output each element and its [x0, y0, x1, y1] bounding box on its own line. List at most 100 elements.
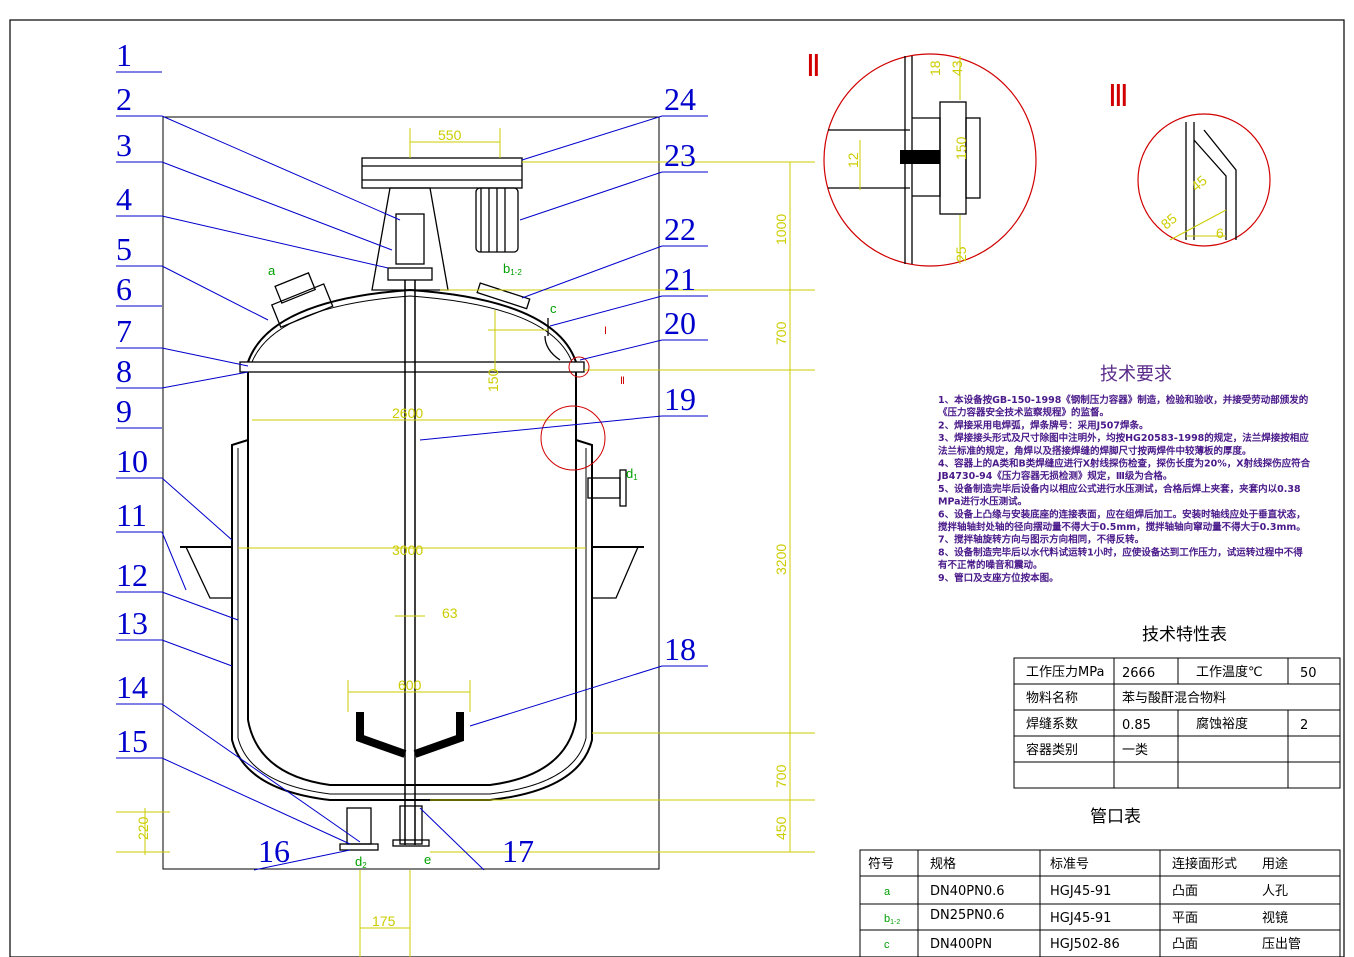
- part-number-11: 11: [116, 497, 147, 533]
- dim-bottom: 175: [372, 913, 396, 929]
- dim-agitator: 600: [398, 677, 422, 693]
- dimension-lines: [116, 128, 815, 957]
- jacket: [231, 439, 593, 801]
- nozzle-row-0-symbol: a: [884, 886, 891, 898]
- dim-shaft: 63: [442, 605, 458, 621]
- detail-2-dim-c: 150: [953, 136, 969, 160]
- nozzle-row-2-face: 凸面: [1172, 937, 1198, 952]
- characteristics-table: 技术特性表 工作压力MPa 2666 工作温度℃ 50 物料名称 苯与酸酐混合物…: [1013, 625, 1341, 789]
- detail-marker-2-label: Ⅱ: [620, 376, 625, 387]
- part-number-10: 10: [116, 443, 148, 479]
- part-number-24: 24: [664, 81, 696, 117]
- tech-requirements: 技术要求 1、本设备按GB-150-1998《钢制压力容器》制造，检验和验收，并…: [937, 364, 1311, 584]
- nozzle-label-d2: d2: [355, 854, 367, 870]
- detail-2-dim-a: 18: [927, 60, 943, 76]
- bottom-head: [247, 719, 577, 786]
- nozzle-header-use: 用途: [1262, 856, 1288, 872]
- dim-height-5: 450: [773, 816, 789, 840]
- part-number-9: 9: [116, 393, 132, 429]
- tech-requirement-line: 7、搅拌轴旋转方向与图示方向相同，不得反转。: [938, 534, 1144, 546]
- reducer-stand: [371, 187, 449, 291]
- char-cell-0-1: 2666: [1122, 666, 1155, 681]
- tech-requirement-line: 有不正常的噪音和震动。: [938, 559, 1043, 571]
- dim-leg: 220: [135, 816, 151, 840]
- detail-marker-2: [540, 405, 606, 471]
- nozzle-row-0-use: 人孔: [1262, 884, 1288, 899]
- tech-requirement-line: 法兰标准的规定，角焊以及搭接焊缝的焊脚尺寸按两焊件中较薄板的厚度。: [938, 445, 1252, 457]
- leader-lines: [116, 71, 708, 871]
- nozzle-row-0-face: 凸面: [1172, 884, 1198, 899]
- part-number-12: 12: [116, 557, 148, 593]
- nozzle-label-a: a: [268, 263, 276, 278]
- char-cell-3-1: 一类: [1122, 743, 1148, 758]
- part-number-1: 1: [116, 37, 132, 73]
- nozzle-row-1-face: 平面: [1172, 911, 1198, 926]
- nozzle-header-symbol: 符号: [868, 856, 894, 872]
- detail-3-dim-c: 45: [1188, 172, 1210, 194]
- part-number-21: 21: [664, 261, 696, 297]
- nozzle-row-2-standard: HGJ502-86: [1050, 937, 1120, 952]
- detail-2-dim-d: 25: [953, 246, 969, 262]
- tech-requirement-line: 1、本设备按GB-150-1998《钢制压力容器》制造，检验和验收，并接受劳动部…: [938, 394, 1309, 406]
- nozzle-e: [399, 805, 423, 845]
- detail-marker-1-label: Ⅰ: [604, 326, 607, 337]
- nozzle-table-title: 管口表: [1090, 807, 1141, 827]
- part-number-4: 4: [116, 181, 132, 217]
- detail-3-dim-b: 6: [1216, 225, 1224, 241]
- part-numbers-left: 1 2 3 4 5 6 7 8 9 10 11 12 13 14 15 16: [116, 37, 290, 869]
- char-cell-0-2: 工作温度℃: [1196, 664, 1263, 680]
- nozzle-row-0-spec: DN40PN0.6: [930, 884, 1005, 899]
- char-cell-2-2: 腐蚀裕度: [1196, 716, 1248, 732]
- part-number-5: 5: [116, 231, 132, 267]
- vessel-view: [180, 157, 644, 851]
- part-number-16: 16: [258, 833, 290, 869]
- nozzle-row-2-spec: DN400PN: [930, 937, 992, 952]
- nozzle-row-0-standard: HGJ45-91: [1050, 884, 1111, 899]
- part-number-2: 2: [116, 81, 132, 117]
- tech-requirement-line: 9、管口及支座方位按本图。: [938, 572, 1059, 584]
- dim-height-4: 700: [773, 764, 789, 788]
- nozzle-row-2-use: 压出管: [1262, 937, 1301, 952]
- part-number-18: 18: [664, 631, 696, 667]
- detail-2: Ⅱ 18 43 150 25 12: [806, 50, 1037, 267]
- nozzle-label-e: e: [424, 852, 431, 867]
- dim-diameter-jacket: 3000: [392, 542, 423, 558]
- tech-requirement-line: 3、焊接接头形式及尺寸除图中注明外，均按HG20583-1998的规定，法兰焊接…: [938, 432, 1309, 444]
- tech-requirements-title: 技术要求: [1100, 364, 1172, 385]
- dimension-texts: 550 2600 3000 63 600 220 175 150 1000 70…: [135, 127, 789, 929]
- tech-requirement-line: MPa进行水压测试。: [938, 496, 1027, 508]
- detail-3-label: Ⅲ: [1108, 80, 1129, 113]
- part-number-17: 17: [502, 833, 534, 869]
- char-cell-2-1: 0.85: [1122, 718, 1151, 733]
- dim-nozzle-h: 150: [485, 368, 501, 392]
- tech-requirement-line: JB4730-94《压力容器无损检测》规定，Ⅲ级为合格。: [937, 470, 1172, 482]
- part-number-14: 14: [116, 669, 148, 705]
- nozzle-table: 管口表 符号 规格 标准号 连接面形式 用途 a DN40PN0.6 HGJ45…: [859, 807, 1341, 957]
- part-number-3: 3: [116, 127, 132, 163]
- characteristics-table-title: 技术特性表: [1142, 625, 1227, 645]
- sight-glass: [476, 282, 531, 310]
- tech-requirement-line: 搅拌轴轴封处轴的径向摆动量不得大于0.5mm，搅拌轴轴向窜动量不得大于0.3mm…: [938, 521, 1306, 533]
- part-number-13: 13: [116, 605, 148, 641]
- nozzle-row-1-use: 视镜: [1262, 911, 1288, 926]
- nozzle-header-spec: 规格: [930, 856, 956, 872]
- nozzle-label-c: c: [550, 301, 557, 316]
- dim-motor-width: 550: [438, 127, 462, 143]
- detail-2-label: Ⅱ: [806, 50, 821, 83]
- support-lug-right: [591, 546, 639, 599]
- detail-2-dim-e: 12: [845, 152, 861, 168]
- char-cell-1-0: 物料名称: [1026, 690, 1078, 706]
- tech-requirement-line: 2、焊接采用电焊弧，焊条牌号：采用J507焊条。: [938, 419, 1148, 431]
- char-cell-3-0: 容器类别: [1026, 742, 1078, 758]
- nozzle-row-1-spec: DN25PN0.6: [930, 908, 1005, 923]
- nozzle-d2: [346, 807, 372, 845]
- agitator-paddle-right: [413, 712, 464, 758]
- char-cell-2-0: 焊缝系数: [1026, 716, 1078, 732]
- part-number-20: 20: [664, 305, 696, 341]
- dim-height-1: 1000: [773, 214, 789, 245]
- nozzle-header-standard: 标准号: [1050, 857, 1089, 872]
- detail-marker-1: [568, 356, 590, 378]
- tech-requirement-line: 5、设备制造完毕后设备内以相应公式进行水压测试，合格后焊上夹套，夹套内以0.38: [938, 483, 1301, 495]
- dim-height-2: 700: [773, 321, 789, 345]
